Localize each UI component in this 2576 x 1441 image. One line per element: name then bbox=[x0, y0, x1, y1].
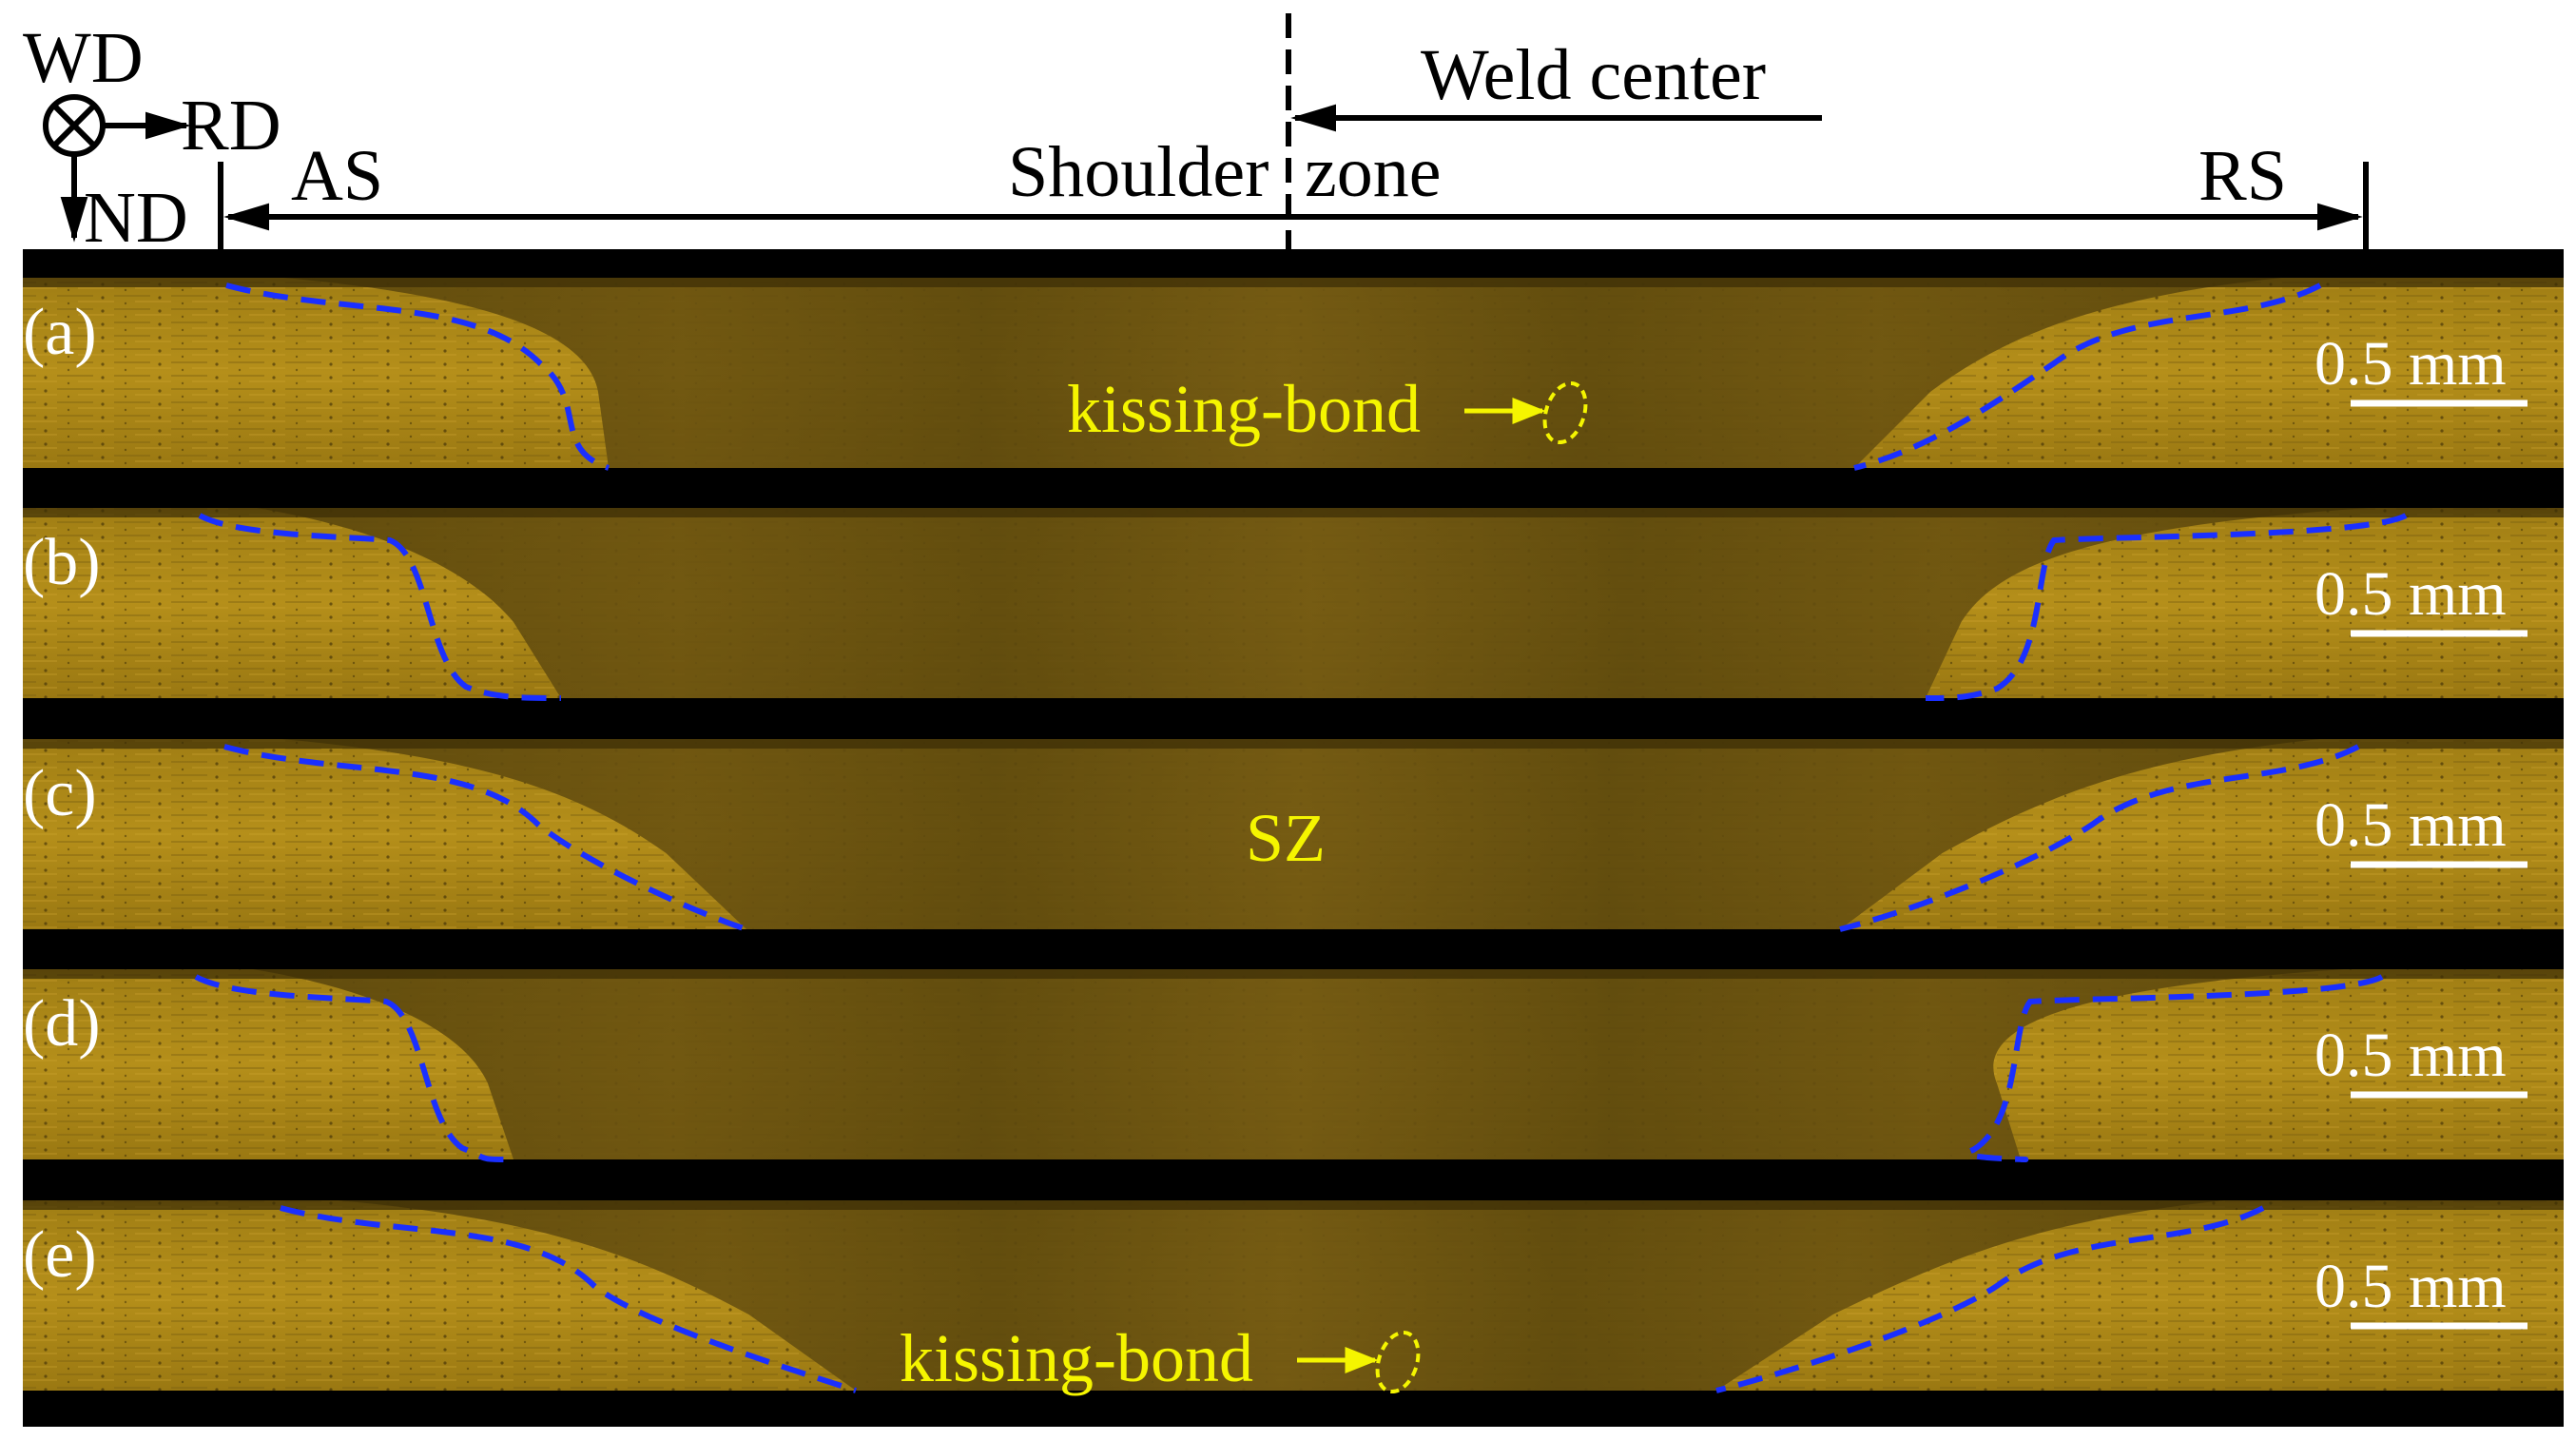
kissing-bond-defect-marker bbox=[1542, 380, 1588, 445]
stir-zone-region bbox=[253, 969, 2344, 1159]
micrograph-panel-3: (c) 0.5 mm SZ bbox=[23, 739, 2564, 932]
rs-boundary-line bbox=[1839, 744, 2360, 932]
scale-bar-label: 0.5 mm bbox=[2315, 1021, 2507, 1090]
rs-boundary-line bbox=[1965, 974, 2384, 1162]
rs-boundary-line bbox=[1925, 513, 2408, 701]
panel-label: (e) bbox=[23, 1218, 97, 1292]
as-label: AS bbox=[291, 136, 383, 216]
surface-edge bbox=[23, 508, 2564, 517]
micrograph-panel-1: (a) 0.5 mm kissing-bond bbox=[23, 278, 2564, 471]
as-boundary-line bbox=[198, 513, 562, 701]
as-boundary-line bbox=[280, 1205, 857, 1393]
micrograph-panel-2: (b) 0.5 mm bbox=[23, 508, 2564, 701]
rs-boundary-line bbox=[1853, 282, 2322, 471]
panel-label: (a) bbox=[23, 296, 97, 369]
scale-bar-label: 0.5 mm bbox=[2315, 1252, 2507, 1321]
kissing-bond-label: kissing-bond bbox=[900, 1320, 1253, 1396]
as-boundary-line bbox=[194, 974, 514, 1162]
scale-bar-label: 0.5 mm bbox=[2315, 790, 2507, 860]
micrograph-panel-5: (e) 0.5 mm kissing-bond bbox=[23, 1200, 2564, 1396]
micrograph-panel-4: (d) 0.5 mm bbox=[23, 969, 2564, 1162]
stir-zone-region bbox=[281, 739, 2320, 929]
kissing-bond-defect-marker bbox=[1375, 1330, 1421, 1394]
weld-center-label: Weld center bbox=[1421, 35, 1766, 115]
shoulder-label: Shoulder bbox=[1008, 132, 1269, 212]
rd-label: RD bbox=[181, 86, 281, 166]
panel-label: (b) bbox=[23, 526, 101, 599]
nd-label: ND bbox=[84, 178, 188, 258]
panel-label: (c) bbox=[23, 757, 97, 830]
rs-boundary-line bbox=[1715, 1205, 2265, 1393]
stir-zone-region bbox=[338, 1200, 2225, 1391]
micrograph-panels: (a) 0.5 mm kissing-bond (b) 0.5 mm (c) 0.5 mm S… bbox=[23, 278, 2564, 1396]
scale-bar-label: 0.5 mm bbox=[2315, 559, 2507, 629]
as-boundary-line bbox=[225, 282, 610, 471]
wd-label: WD bbox=[23, 18, 144, 98]
rs-label: RS bbox=[2198, 136, 2287, 216]
stir-zone-region bbox=[283, 278, 2282, 468]
surface-edge bbox=[23, 278, 2564, 287]
surface-edge bbox=[23, 1200, 2564, 1210]
zone-label: zone bbox=[1305, 132, 1441, 212]
header-annotations: WD RD ND AS RS Shoulder zone Weld center bbox=[23, 13, 2369, 259]
surface-edge bbox=[23, 739, 2564, 749]
wd-into-page-icon bbox=[43, 94, 106, 157]
panel-label: (d) bbox=[23, 987, 101, 1061]
surface-edge bbox=[23, 969, 2564, 979]
stir-zone-region bbox=[257, 508, 2368, 698]
kissing-bond-label: kissing-bond bbox=[1067, 371, 1421, 447]
stir-zone-label: SZ bbox=[1246, 800, 1326, 876]
as-boundary-line bbox=[223, 744, 747, 932]
scale-bar-label: 0.5 mm bbox=[2315, 329, 2507, 399]
